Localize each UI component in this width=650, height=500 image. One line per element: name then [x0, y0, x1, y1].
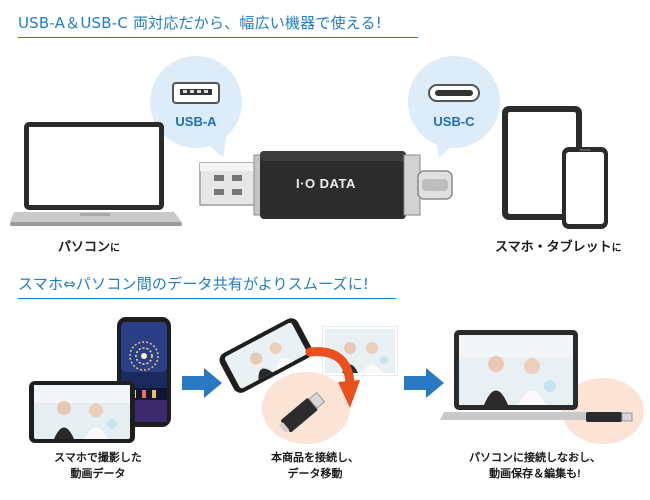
step1-caption-line2: 動画データ — [70, 468, 126, 480]
usb-drive-image — [199, 151, 453, 219]
section1-heading-rule — [18, 37, 418, 38]
step3-caption-line1: パソコンに接続しなおし、 — [469, 452, 601, 464]
tablet-couple-photo — [29, 381, 135, 443]
pc-caption-suffix: に — [110, 243, 121, 254]
step1-caption-line1: スマホで撮影した — [54, 452, 142, 464]
usb-a-port-icon — [172, 82, 220, 104]
laptop-photo — [440, 330, 590, 420]
usb-drive-small-image — [279, 392, 326, 432]
usb-c-bubble: USB-C — [408, 56, 500, 148]
step3-caption: パソコンに接続しなおし、 動画保存＆編集も! — [440, 450, 630, 482]
phone-tablet-caption-main: スマホ・タブレット — [495, 239, 612, 254]
smartphone-icon — [562, 147, 608, 229]
step2-caption-line2: データ移動 — [287, 468, 343, 480]
curved-orange-arrow-icon — [305, 347, 360, 408]
section2-heading-rule — [18, 298, 396, 299]
section1-heading: USB-A＆USB-C 両対応だから、幅広い機器で使える! — [18, 14, 382, 32]
usb-c-label: USB-C — [433, 114, 475, 129]
phone-tablet-caption: スマホ・タブレットに — [495, 236, 622, 255]
section2-heading: スマホ⇔パソコン間のデータ共有がよりスムーズに! — [18, 275, 370, 293]
phone-tablet-caption-suffix: に — [611, 243, 622, 254]
step1-caption: スマホで撮影した 動画データ — [28, 450, 168, 482]
usb-a-label: USB-A — [175, 114, 217, 129]
phone-tilted-photo — [219, 318, 313, 393]
pc-caption: パソコンに — [58, 236, 120, 255]
arrow-right-icon-1 — [182, 368, 222, 398]
usb-drive-plugged-image — [586, 412, 633, 422]
drive-brand-logo: I·O DATA — [296, 176, 356, 191]
arrow-right-icon-2 — [404, 368, 444, 398]
usb-a-bubble: USB-A — [150, 56, 242, 148]
pc-caption-main: パソコン — [58, 239, 111, 254]
step2-caption: 本商品を接続し、 データ移動 — [240, 450, 390, 482]
tablet-icon — [502, 106, 582, 220]
laptop-icon — [10, 122, 182, 226]
usb-c-port-icon — [428, 84, 480, 102]
step2-caption-line1: 本商品を接続し、 — [271, 452, 359, 464]
floating-photo — [322, 326, 398, 376]
step3-caption-line2: 動画保存＆編集も! — [489, 468, 581, 480]
